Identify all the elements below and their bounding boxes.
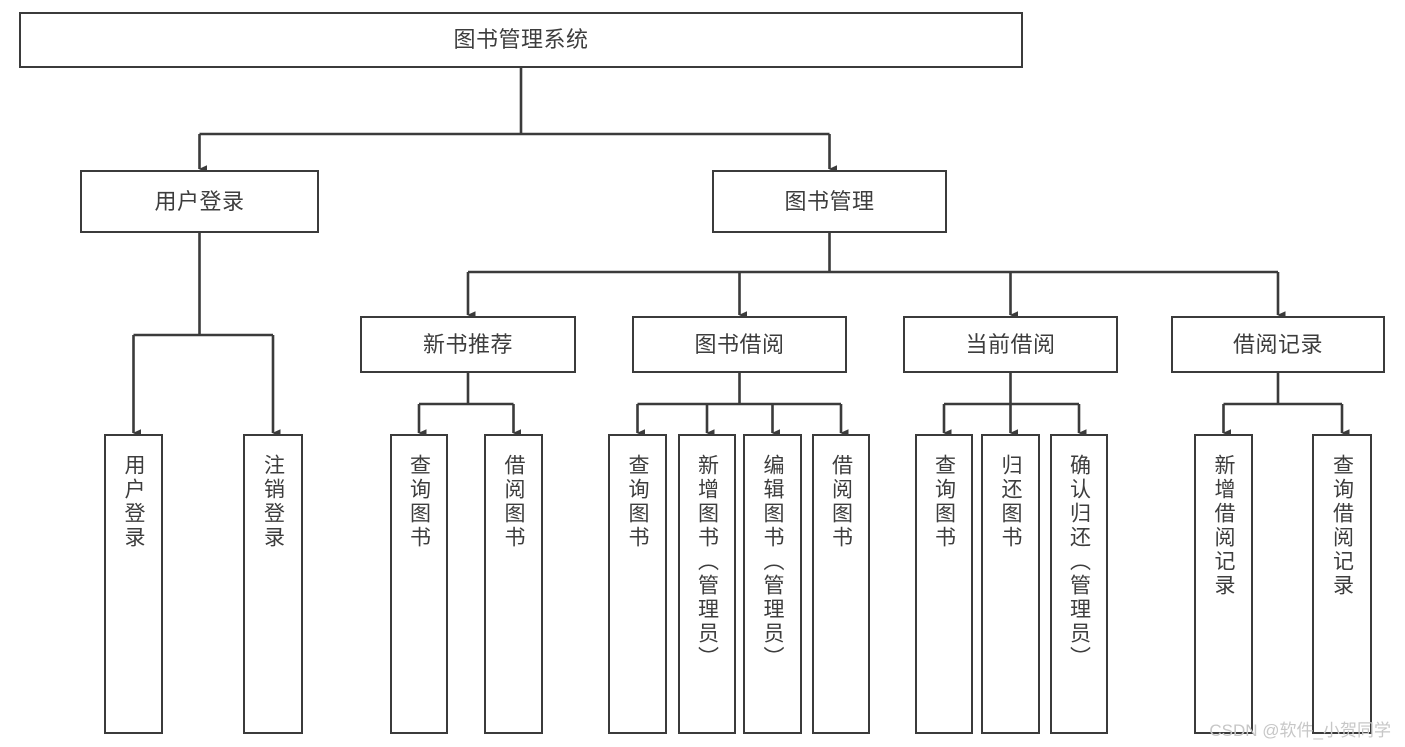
node-label-b3: 编辑图书（管理员） [761, 454, 784, 670]
node-box-b1[interactable]: 查询图书 [608, 434, 667, 734]
node-box-record[interactable]: 借阅记录 [1171, 316, 1385, 373]
node-box-current[interactable]: 当前借阅 [903, 316, 1118, 373]
node-label-b4: 借阅图书 [829, 454, 853, 550]
node-label-r2: 查询借阅记录 [1330, 454, 1354, 598]
node-label-c2: 归还图书 [999, 454, 1022, 550]
connector-group [132, 68, 1350, 437]
node-box-newbook[interactable]: 新书推荐 [360, 316, 576, 373]
node-box-l2[interactable]: 注销登录 [243, 434, 303, 734]
node-label-b1: 查询图书 [626, 454, 649, 550]
node-label-root: 图书管理系统 [453, 27, 589, 53]
node-box-c2[interactable]: 归还图书 [981, 434, 1040, 734]
node-box-n2[interactable]: 借阅图书 [484, 434, 543, 734]
node-label-b2: 新增图书（管理员） [695, 454, 719, 670]
node-box-c3[interactable]: 确认归还（管理员） [1050, 434, 1108, 734]
node-label-current: 当前借阅 [965, 331, 1056, 357]
node-label-login: 用户登录 [154, 188, 245, 214]
node-label-n2: 借阅图书 [502, 454, 525, 550]
node-box-b4[interactable]: 借阅图书 [812, 434, 870, 734]
node-label-newbook: 新书推荐 [422, 331, 513, 357]
node-box-l1[interactable]: 用户登录 [104, 434, 163, 734]
node-box-root[interactable]: 图书管理系统 [19, 12, 1023, 68]
node-label-bookmgmt: 图书管理 [784, 188, 875, 214]
node-box-n1[interactable]: 查询图书 [390, 434, 448, 734]
node-box-login[interactable]: 用户登录 [80, 170, 319, 233]
node-box-bookmgmt[interactable]: 图书管理 [712, 170, 947, 233]
node-label-record: 借阅记录 [1232, 331, 1323, 357]
node-label-c1: 查询图书 [932, 454, 956, 550]
node-box-r1[interactable]: 新增借阅记录 [1194, 434, 1253, 734]
node-box-b2[interactable]: 新增图书（管理员） [678, 434, 736, 734]
node-label-l1: 用户登录 [122, 454, 145, 550]
node-label-l2: 注销登录 [261, 454, 285, 550]
node-box-r2[interactable]: 查询借阅记录 [1312, 434, 1372, 734]
node-label-borrow: 图书借阅 [694, 331, 785, 357]
node-box-borrow[interactable]: 图书借阅 [632, 316, 847, 373]
node-label-r1: 新增借阅记录 [1212, 454, 1235, 598]
node-label-n1: 查询图书 [407, 454, 431, 550]
node-label-c3: 确认归还（管理员） [1067, 454, 1091, 670]
node-box-c1[interactable]: 查询图书 [915, 434, 973, 734]
node-box-b3[interactable]: 编辑图书（管理员） [743, 434, 802, 734]
